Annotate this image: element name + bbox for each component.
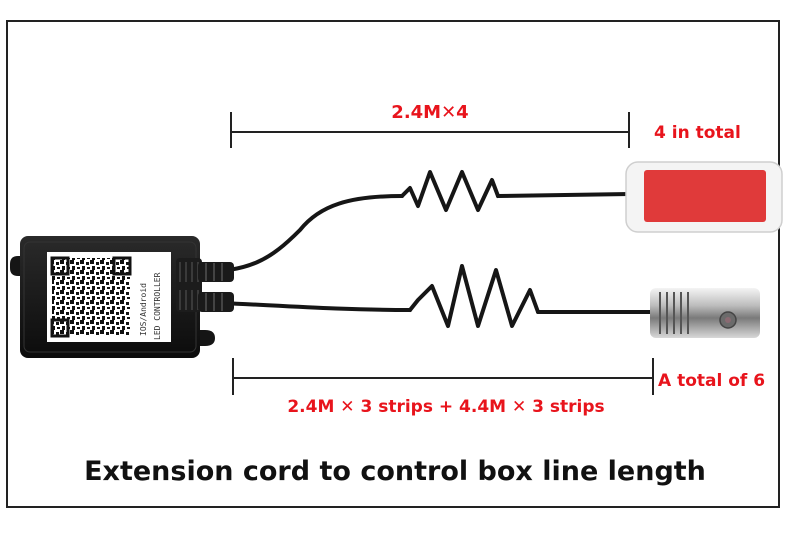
controller-label-line2: LED CONTROLLER: [153, 272, 162, 340]
bottom-length-label: 2.4M ✕ 3 strips + 4.4M ✕ 3 strips: [287, 397, 604, 417]
controller-label-sticker: IOS/Android LED CONTROLLER: [47, 252, 171, 342]
top-dimension-line: [230, 112, 630, 148]
bottom-dimension-line: [232, 358, 654, 395]
top-length-label: 2.4M✕4: [391, 102, 468, 123]
metal-light-head: [650, 288, 760, 338]
top-count-label: 4 in total: [654, 123, 741, 143]
upper-cable-strain-relief: [198, 262, 234, 282]
qr-code: [52, 258, 130, 336]
bottom-count-label: A total of 6: [658, 371, 765, 391]
diagram-frame: [6, 20, 780, 508]
caption: Extension cord to control box line lengt…: [84, 456, 706, 487]
adhesive-pad-module: [625, 161, 783, 233]
lower-cable-strain-relief: [198, 292, 234, 312]
controller-label-line1: IOS/Android: [139, 283, 148, 336]
lower-cable: [194, 264, 654, 328]
upper-cable: [194, 170, 632, 274]
